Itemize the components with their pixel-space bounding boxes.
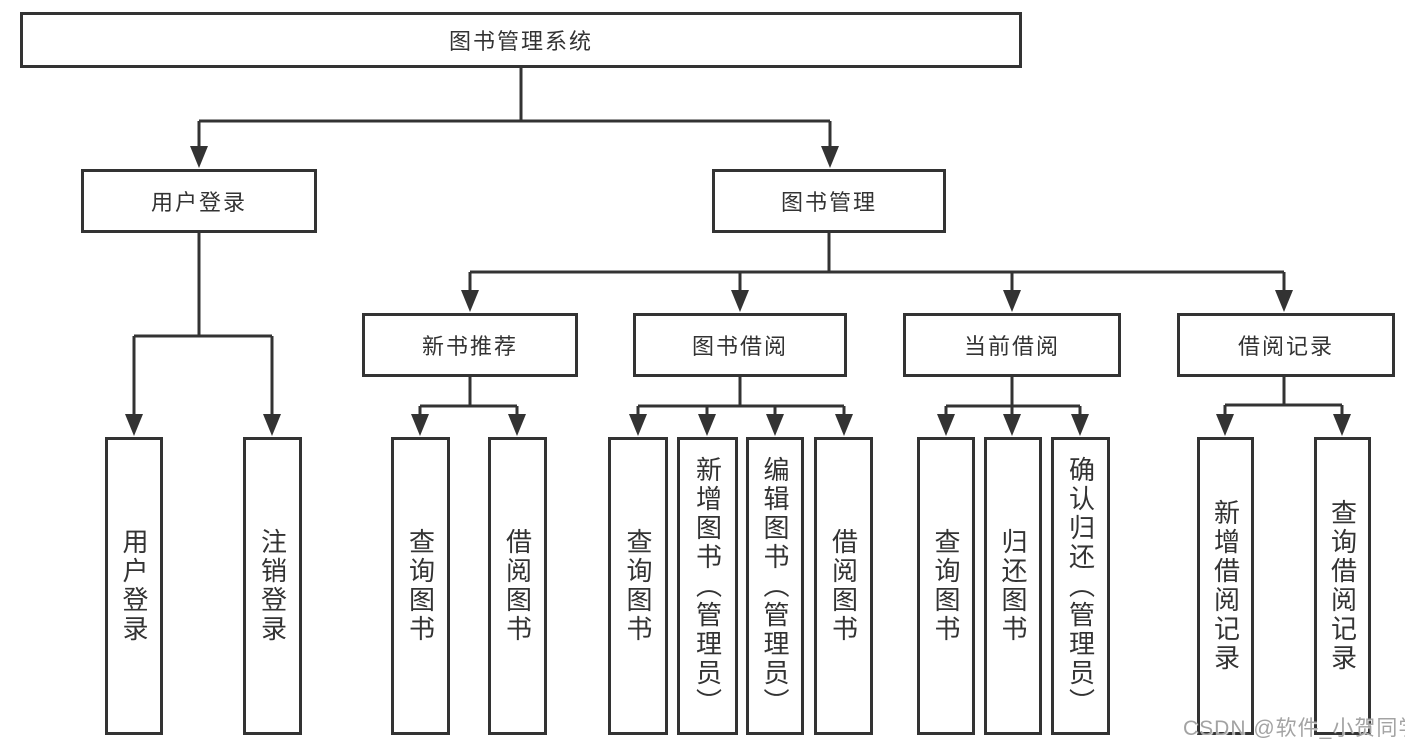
node-new-book-recommend-label: 新书推荐 <box>421 334 518 359</box>
arrowheads <box>125 146 1351 436</box>
leaf-confirm-return-admin-label: 确认归还（管理员） <box>1065 455 1096 717</box>
node-current-borrow: 当前借阅 <box>903 313 1121 377</box>
node-user-login-label: 用户登录 <box>150 190 247 215</box>
leaf-edit-book-admin-label: 编辑图书（管理员） <box>760 455 790 717</box>
leaf-confirm-return-admin: 确认归还（管理员） <box>1051 437 1110 735</box>
node-book-borrow-label: 图书借阅 <box>691 334 788 359</box>
node-book-management: 图书管理 <box>712 169 946 233</box>
node-book-management-label: 图书管理 <box>780 190 877 215</box>
node-system-root: 图书管理系统 <box>20 12 1022 68</box>
leaf-borrow-books-2: 借阅图书 <box>814 437 873 735</box>
leaf-borrow-books-2-label: 借阅图书 <box>828 528 859 644</box>
leaf-add-book-admin-label: 新增图书（管理员） <box>692 455 723 717</box>
leaf-query-books-1: 查询图书 <box>391 437 450 735</box>
leaf-return-book: 归还图书 <box>984 437 1042 735</box>
node-book-borrow: 图书借阅 <box>633 313 847 377</box>
leaf-add-borrow-record: 新增借阅记录 <box>1197 437 1254 735</box>
leaf-query-books-1-label: 查询图书 <box>405 528 436 644</box>
leaf-logout-label: 注销登录 <box>257 528 288 644</box>
node-system-root-label: 图书管理系统 <box>448 29 593 54</box>
leaf-return-book-label: 归还图书 <box>998 528 1028 644</box>
watermark: CSDN @软件_小贺同学 <box>1183 717 1405 740</box>
node-current-borrow-label: 当前借阅 <box>963 334 1060 359</box>
node-user-login: 用户登录 <box>81 169 317 233</box>
leaf-user-login: 用户登录 <box>105 437 163 735</box>
leaf-query-books-3-label: 查询图书 <box>931 528 961 644</box>
node-new-book-recommend: 新书推荐 <box>362 313 578 377</box>
leaf-borrow-books-1-label: 借阅图书 <box>502 528 533 644</box>
leaf-query-borrow-record: 查询借阅记录 <box>1314 437 1371 735</box>
leaf-query-books-3: 查询图书 <box>917 437 975 735</box>
node-borrow-records: 借阅记录 <box>1177 313 1395 377</box>
leaf-borrow-books-1: 借阅图书 <box>488 437 547 735</box>
leaf-add-book-admin: 新增图书（管理员） <box>677 437 738 735</box>
leaf-edit-book-admin: 编辑图书（管理员） <box>746 437 804 735</box>
leaf-query-books-2: 查询图书 <box>608 437 668 735</box>
node-borrow-records-label: 借阅记录 <box>1237 334 1334 359</box>
leaf-query-books-2-label: 查询图书 <box>623 528 653 644</box>
leaf-logout: 注销登录 <box>243 437 302 735</box>
leaf-add-borrow-record-label: 新增借阅记录 <box>1210 499 1241 673</box>
leaf-user-login-label: 用户登录 <box>119 528 149 644</box>
leaf-query-borrow-record-label: 查询借阅记录 <box>1327 499 1358 673</box>
